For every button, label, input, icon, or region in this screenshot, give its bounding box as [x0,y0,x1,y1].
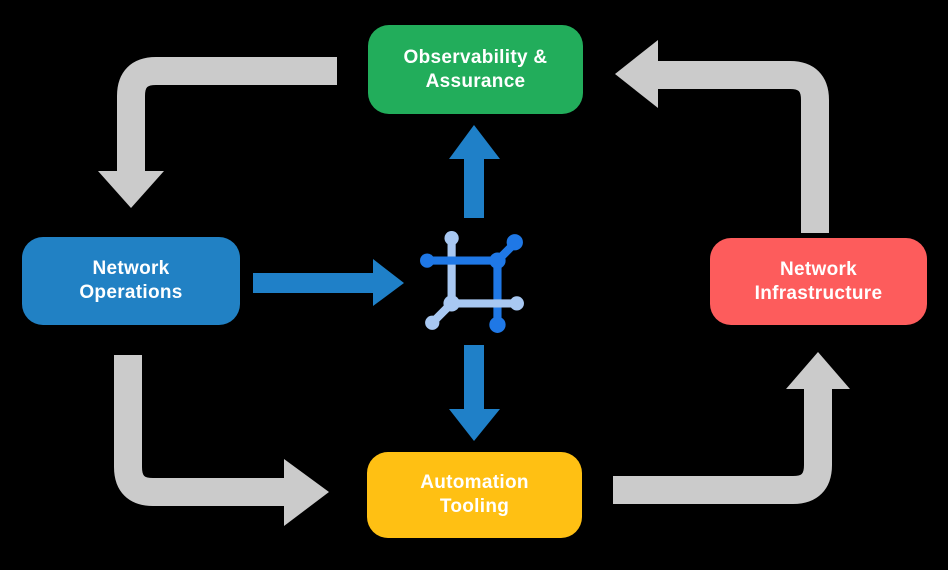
node-automation-tooling: Automation Tooling [367,452,582,538]
arrow-observability-to-network-operations [98,57,337,208]
arrow-center-to-automation-tooling [449,345,500,441]
node-label-line: Assurance [425,70,526,92]
node-network-operations: Network Operations [22,237,240,325]
node-label-line: Observability & [403,46,548,68]
arrow-network-operations-to-center [253,259,404,306]
arrow-network-infrastructure-to-observability [615,40,829,233]
node-label-line: Infrastructure [754,282,883,304]
node-label-line: Tooling [439,496,510,517]
node-label-line: Automation [420,472,529,493]
node-label-line: Network [779,258,858,280]
network-node-icon [420,231,524,333]
node-network-infrastructure: Network Infrastructure [710,238,927,325]
arrow-network-operations-to-automation-tooling [114,355,329,526]
arrow-automation-tooling-to-network-infrastructure [613,352,850,504]
node-observability-assurance: Observability & Assurance [368,25,583,114]
arrow-center-to-observability [449,125,500,218]
node-label-line: Operations [79,282,183,303]
node-label-line: Network [92,258,170,279]
